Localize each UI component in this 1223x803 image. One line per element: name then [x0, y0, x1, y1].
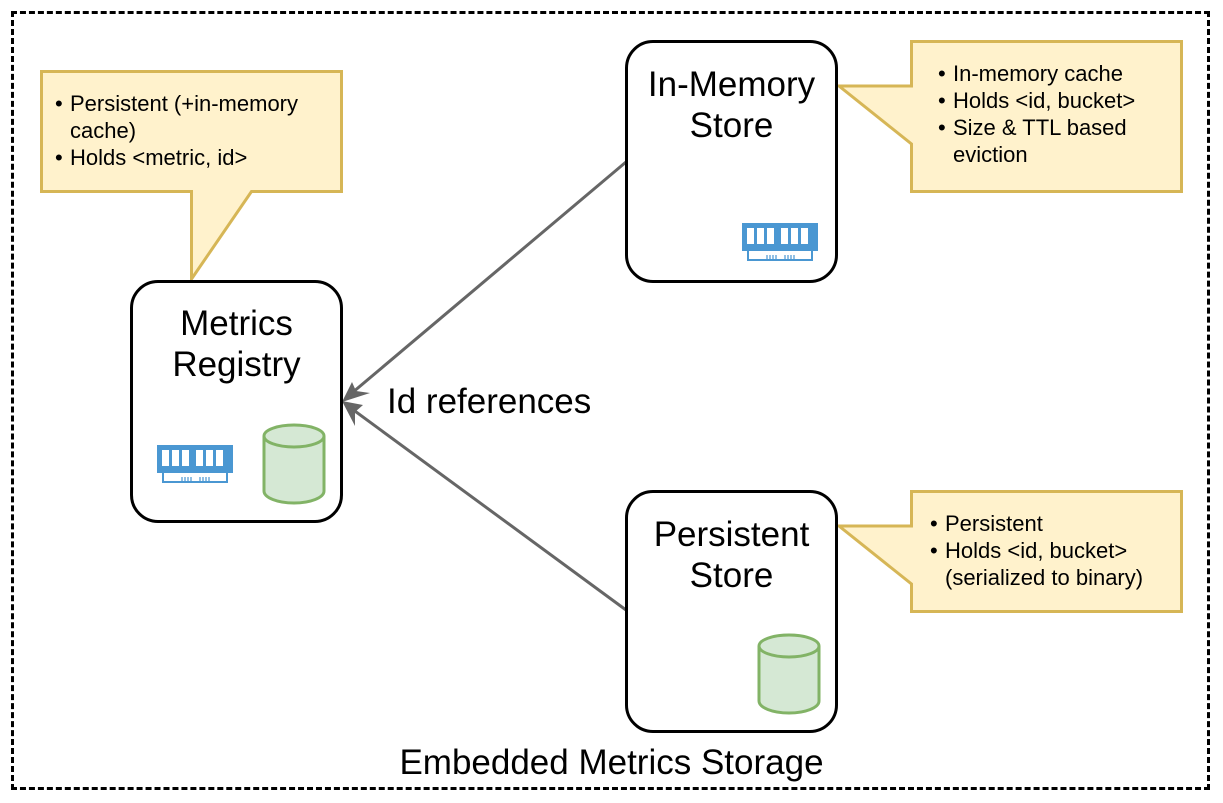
in-memory-store-node[interactable]: In-Memory Store [625, 40, 838, 283]
callout-item: Holds <id, bucket> (serialized to binary… [930, 537, 1176, 591]
in-memory-store-title: In-Memory Store [647, 65, 816, 145]
edge-in-memory-to-registry [345, 160, 627, 400]
metrics-registry-title: Metrics Registry [172, 304, 301, 384]
storage-boundary [11, 11, 1210, 790]
persistent-store-title: Persistent Store [653, 515, 810, 595]
callout-item: Persistent [930, 510, 1176, 537]
callout-item: Holds <metric, id> [55, 144, 335, 171]
in-memory-callout-list: In-memory cache Holds <id, bucket> Size … [938, 60, 1174, 168]
diagram-caption: Embedded Metrics Storage [399, 743, 824, 782]
edge-persistent-to-registry [347, 404, 627, 612]
registry-callout-list: Persistent (+in-memory cache) Holds <met… [55, 90, 335, 171]
callout-item: Size & TTL based eviction [938, 114, 1174, 168]
metrics-registry-node[interactable]: Metrics Registry [130, 280, 343, 523]
callout-item: In-memory cache [938, 60, 1174, 87]
arrowhead-upper [342, 382, 370, 402]
arrowhead-lower [342, 401, 363, 426]
persistent-store-node[interactable]: Persistent Store [625, 490, 838, 733]
memory-icon [157, 445, 233, 483]
callout-item: Persistent (+in-memory cache) [55, 90, 335, 144]
persistent-callout: Persistent Holds <id, bucket> (serialize… [834, 490, 1184, 614]
persistent-callout-list: Persistent Holds <id, bucket> (serialize… [930, 510, 1176, 591]
in-memory-callout: In-memory cache Holds <id, bucket> Size … [834, 40, 1184, 194]
database-icon [262, 423, 326, 505]
edge-label: Id references [387, 382, 592, 421]
database-icon [757, 633, 821, 715]
memory-icon [742, 223, 818, 261]
callout-item: Holds <id, bucket> [938, 87, 1174, 114]
registry-callout: Persistent (+in-memory cache) Holds <met… [40, 70, 344, 284]
